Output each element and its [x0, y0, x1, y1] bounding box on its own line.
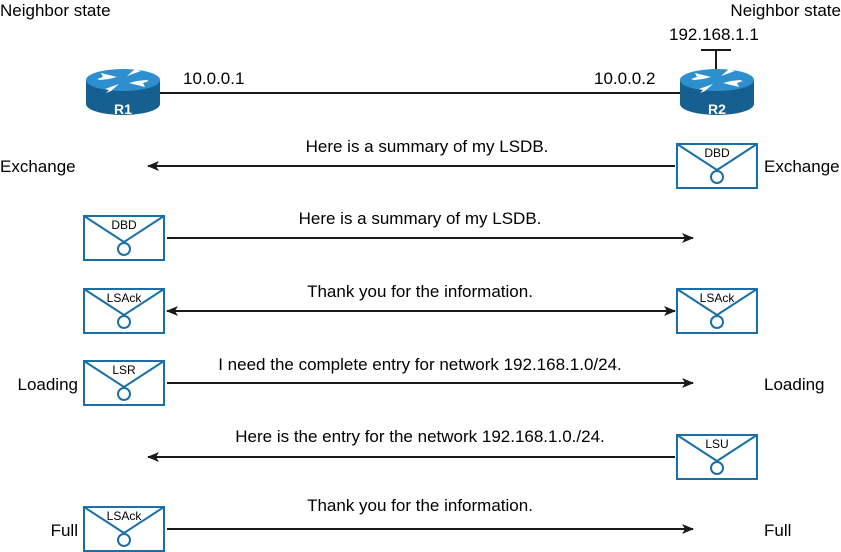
state-exchange-left: Exchange [0, 157, 76, 176]
message-text-3: Thank you for the information. [307, 282, 533, 301]
neighbor-state-left-title: Neighbor state [0, 1, 111, 20]
message-text-4: I need the complete entry for network 19… [218, 355, 622, 374]
r2-interface-address: 10.0.0.2 [594, 69, 656, 88]
envelope-dbd-r2-label: DBD [704, 146, 730, 160]
router-r2-label: R2 [708, 101, 726, 117]
envelope-lsack-r1: LSAck [83, 288, 165, 334]
message-text-2: Here is a summary of my LSDB. [298, 209, 542, 228]
state-exchange-right: Exchange [764, 157, 840, 176]
envelope-lsack-r2-label: LSAck [700, 291, 736, 305]
envelope-lsack-r2: LSAck [676, 288, 758, 334]
envelope-lsack-r1-label: LSAck [107, 291, 143, 305]
router-r1-label: R1 [114, 101, 132, 117]
router-r1-icon: R1 [86, 67, 160, 117]
envelope-dbd-r1: DBD [83, 215, 165, 261]
state-loading-left: Loading [17, 375, 78, 394]
envelope-lsu-r2: LSU [676, 434, 758, 480]
message-text-5: Here is the entry for the network 192.16… [235, 427, 605, 446]
message-text-1: Here is a summary of my LSDB. [305, 137, 549, 156]
message-text-6: Thank you for the information. [307, 496, 533, 515]
envelope-lsr-r1: LSR [83, 360, 165, 406]
state-full-left: Full [50, 521, 78, 540]
neighbor-state-right-title: Neighbor state [730, 1, 841, 20]
envelope-lsr-r1-label: LSR [112, 363, 136, 377]
r1-interface-address: 10.0.0.1 [183, 69, 245, 88]
envelope-lsack-final-r1: LSAck [83, 506, 165, 552]
r2-lan-address: 192.168.1.1 [669, 25, 759, 44]
envelope-dbd-r1-label: DBD [111, 218, 137, 232]
state-full-right: Full [764, 521, 792, 540]
state-loading-right: Loading [764, 375, 825, 394]
router-r2-icon: R2 [680, 67, 754, 117]
envelope-lsu-r2-label: LSU [705, 437, 728, 451]
envelope-lsack-final-r1-label: LSAck [107, 509, 143, 523]
envelope-dbd-r2: DBD [676, 143, 758, 189]
